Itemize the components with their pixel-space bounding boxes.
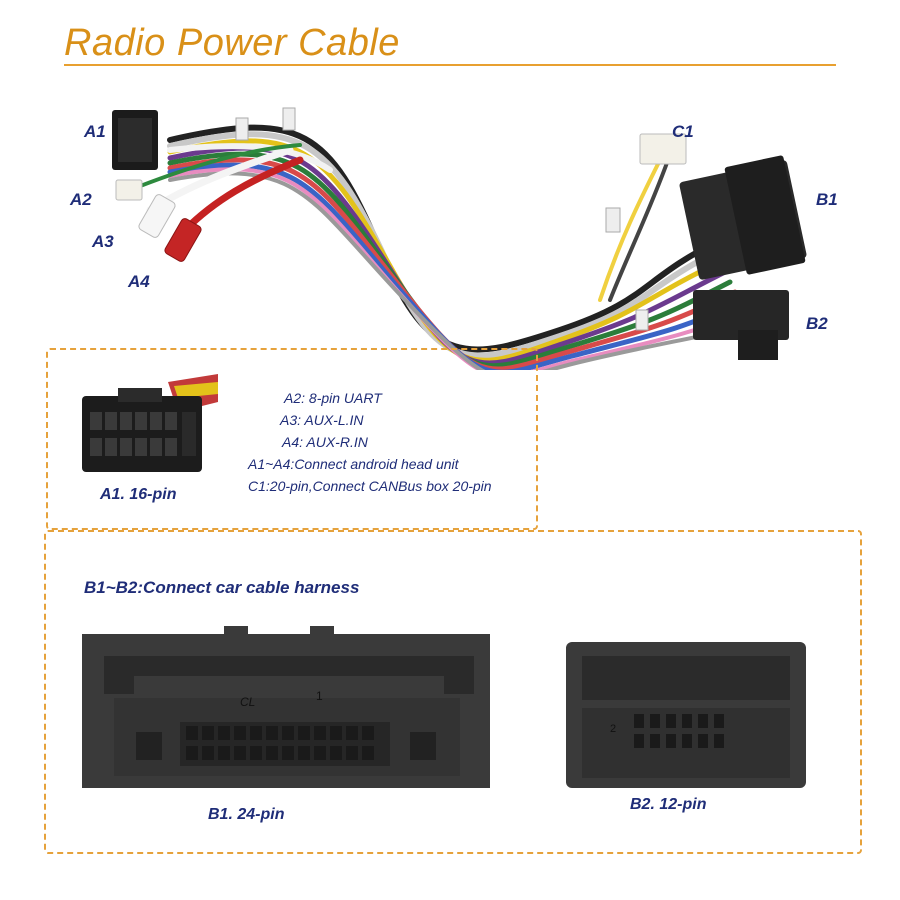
note-a3: A3: AUX-L.IN [280,412,364,428]
b2-connector-closeup: 2 [566,642,806,788]
callout-c1: C1 [672,122,694,141]
note-a4: A4: AUX-R.IN [282,434,368,450]
b1-mark-cl: CL [240,695,255,709]
b1-connector-closeup: CL 1 [82,626,490,788]
page-title: Radio Power Cable [64,22,400,64]
callout-a3: A3 [92,232,114,251]
callout-a1: A1 [84,122,106,141]
callout-a2: A2 [70,190,92,209]
b2-mark-2: 2 [610,723,616,735]
harness-photo [112,107,807,370]
note-a1-a4: A1~A4:Connect android head unit [248,456,459,472]
panel-b-heading: B1~B2:Connect car cable harness [84,578,360,597]
title-underline [64,64,836,66]
callout-b2: B2 [806,314,828,333]
b1-mark-1: 1 [316,689,323,703]
a1-caption: A1. 16-pin [100,486,177,503]
callout-a4: A4 [128,272,150,291]
b2-caption: B2. 12-pin [630,796,707,813]
b1-caption: B1. 24-pin [208,806,285,823]
a1-connector-closeup [82,374,218,472]
note-c1: C1:20-pin,Connect CANBus box 20-pin [248,478,492,494]
panel-a1-info [46,348,538,530]
callout-b1: B1 [816,190,838,209]
panel-b-info [44,530,862,854]
note-a2: A2: 8-pin UART [284,390,382,406]
